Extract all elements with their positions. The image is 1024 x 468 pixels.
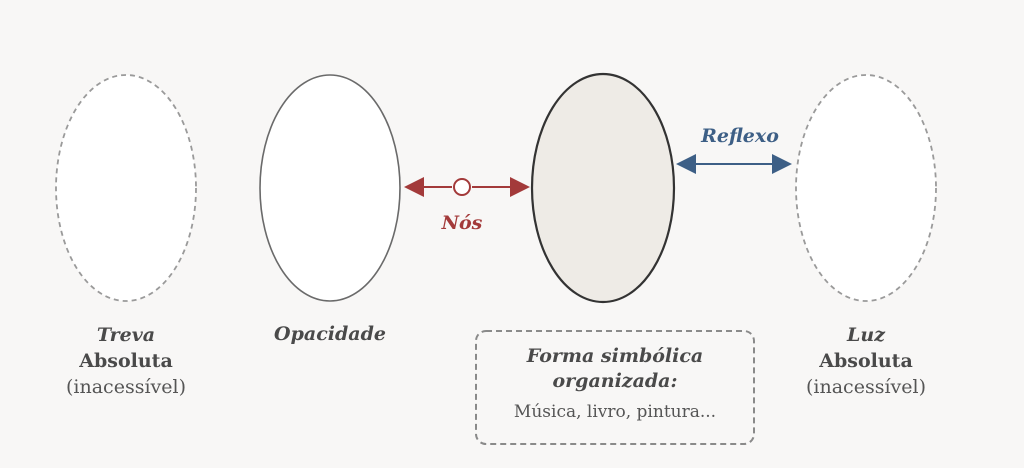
form-line1: Forma simbólica	[526, 345, 704, 367]
darkness-label: Treva Absoluta (inacessível)	[46, 322, 206, 400]
darkness-title: Treva	[96, 324, 156, 346]
light-title: Luz	[847, 324, 885, 346]
us-text: Nós	[441, 212, 483, 234]
symbolic-form-oval	[530, 72, 676, 304]
opacity-oval	[259, 74, 401, 302]
light-label: Luz Absoluta (inacessível)	[786, 322, 946, 400]
us-label: Nós	[412, 210, 512, 236]
form-line2: organizada:	[552, 370, 678, 392]
symbolic-form-box	[475, 330, 755, 445]
form-examples: Música, livro, pintura...	[513, 402, 717, 422]
darkness-note: (inacessível)	[66, 376, 186, 398]
light-subtitle: Absoluta	[819, 350, 913, 372]
reflection-label: Reflexo	[690, 123, 790, 149]
light-note: (inacessível)	[806, 376, 926, 398]
light-oval	[795, 74, 937, 302]
darkness-oval	[55, 74, 197, 302]
reflection-text: Reflexo	[701, 125, 779, 147]
opacity-label: Opacidade	[250, 321, 410, 347]
darkness-subtitle: Absoluta	[79, 350, 173, 372]
symbolic-form-label: Forma simbólica organizada: Música, livr…	[478, 344, 752, 425]
opacity-title: Opacidade	[274, 323, 386, 345]
us-circle	[453, 178, 471, 196]
